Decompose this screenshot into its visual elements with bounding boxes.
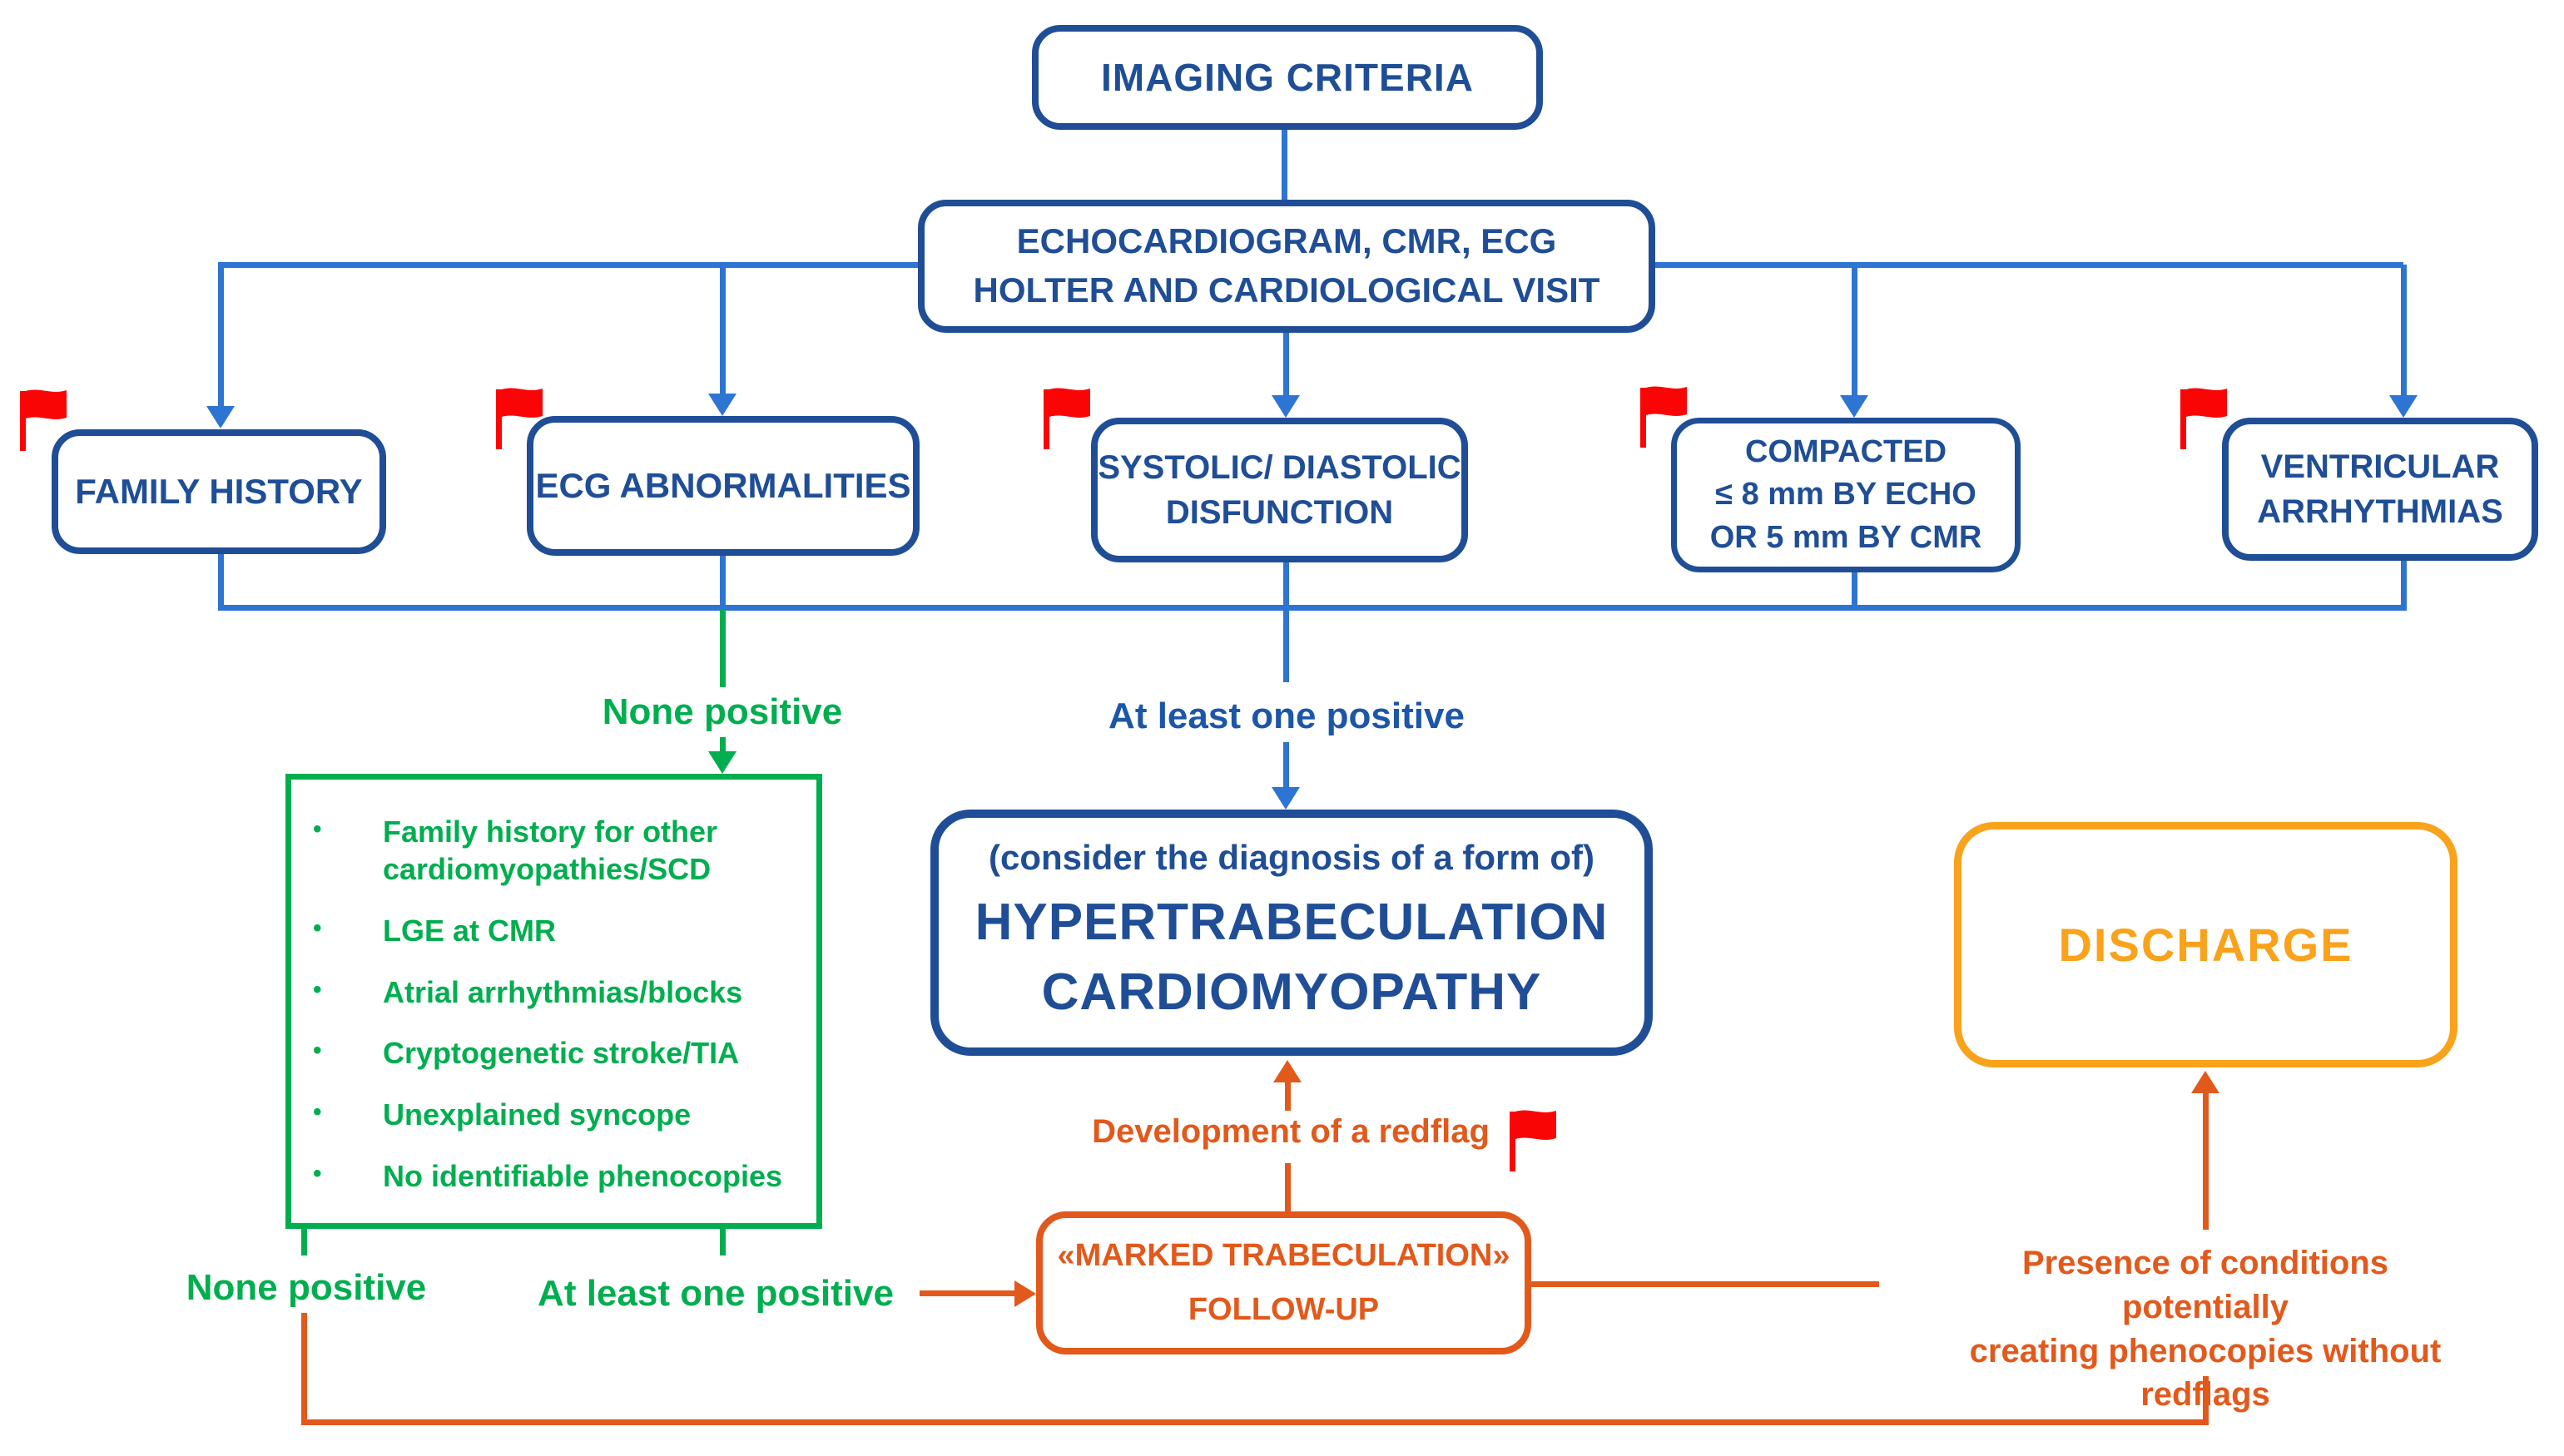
diagnosis-consider-label: (consider the diagnosis of a form of) xyxy=(988,838,1595,878)
followup-line1-label: «MARKED TRABECULATION» xyxy=(1057,1238,1510,1273)
arrowhead-up-discharge xyxy=(2191,1071,2219,1093)
connector-checklist-stub-left xyxy=(301,1229,307,1255)
checklist-item-label: Unexplained syncope xyxy=(383,1097,692,1132)
checklist-item: • No identifiable phenocopies xyxy=(313,1157,801,1195)
checklist-item: • Atrial arrhythmias/blocks xyxy=(313,973,801,1011)
criterion-box-systolic-diastolic: SYSTOLIC/ DIASTOLIC DISFUNCTION xyxy=(1091,418,1468,562)
bullet-icon: • xyxy=(313,1037,322,1065)
checklist-item-label: Family history for other cardiomyopathie… xyxy=(383,815,718,886)
checklist-item-label: LGE at CMR xyxy=(383,913,557,948)
criterion-systolic-diastolic-label: SYSTOLIC/ DIASTOLIC DISFUNCTION xyxy=(1098,449,1461,531)
connector-redflag-upper xyxy=(1285,1081,1291,1111)
connector-followup-to-presence xyxy=(1530,1281,1879,1287)
criterion-box-compacted: COMPACTED ≤ 8 mm BY ECHO OR 5 mm BY CMR xyxy=(1671,418,2021,572)
followup-line2-label: FOLLOW-UP xyxy=(1188,1292,1380,1327)
checklist-item: • Unexplained syncope xyxy=(313,1096,801,1133)
connector-none-top-upper xyxy=(720,610,726,687)
at-least-one-positive-top-label: At least one positive xyxy=(1108,696,1465,736)
discharge-box: DISCHARGE xyxy=(1954,822,2457,1067)
connector-atleast-top-lower xyxy=(1283,742,1289,790)
bullet-icon: • xyxy=(313,1159,322,1187)
arrowhead-checklist xyxy=(708,751,736,774)
connector-compacted-to-bus xyxy=(1852,571,1857,607)
connector-ventricular-to-bus xyxy=(2401,559,2407,607)
connector-systolic-to-bus xyxy=(1283,561,1289,607)
checklist-item-label: Cryptogenetic stroke/TIA xyxy=(383,1036,740,1071)
none-positive-bottom-label: None positive xyxy=(186,1267,427,1308)
workup-label: ECHOCARDIOGRAM, CMR, ECG HOLTER AND CARD… xyxy=(973,221,1600,310)
connector-results-bus xyxy=(218,605,2407,611)
arrowhead-systolic xyxy=(1272,395,1300,418)
arrowhead-compacted xyxy=(1840,395,1868,418)
connector-workup-to-systolic xyxy=(1283,331,1289,397)
arrowhead-family xyxy=(206,406,235,428)
imaging-criteria-label: IMAGING CRITERIA xyxy=(1101,56,1474,99)
red-flag-icon xyxy=(20,389,67,451)
diagnosis-line2-label: CARDIOMYOPATHY xyxy=(1041,963,1542,1021)
red-flag-icon xyxy=(2180,388,2227,449)
criterion-family-history-label: FAMILY HISTORY xyxy=(75,472,363,511)
presence-conditions-label: Presence of conditions potentially creat… xyxy=(1969,1245,2442,1414)
marked-trabeculation-followup-box: «MARKED TRABECULATION» FOLLOW-UP xyxy=(1036,1211,1531,1354)
arrowhead-followup xyxy=(1014,1280,1036,1307)
imaging-criteria-box: IMAGING CRITERIA xyxy=(1032,25,1543,130)
connector-top-right xyxy=(1654,262,2403,268)
arrowhead-ventricular xyxy=(2389,395,2418,418)
checklist-item: • Cryptogenetic stroke/TIA xyxy=(313,1034,801,1072)
criterion-ventricular-arrhythmias-label: VENTRICULAR ARRHYTHMIAS xyxy=(2257,448,2503,530)
at-least-one-positive-bottom-label: At least one positive xyxy=(538,1273,894,1314)
discharge-label: DISCHARGE xyxy=(2058,919,2353,971)
connector-none-top-lower xyxy=(720,737,726,754)
connector-checklist-stub-right xyxy=(720,1229,726,1255)
checklist-item: • Family history for other cardiomyopath… xyxy=(313,813,801,888)
criterion-box-ecg-abnormalities: ECG ABNORMALITIES xyxy=(527,416,920,556)
red-flag-icon xyxy=(1640,386,1687,448)
red-flag-icon xyxy=(1044,388,1090,449)
connector-presence-to-discharge xyxy=(2203,1092,2209,1230)
bullet-icon: • xyxy=(313,1098,322,1127)
red-flag-icon xyxy=(1510,1110,1556,1171)
checklist-item-label: Atrial arrhythmias/blocks xyxy=(383,974,743,1009)
redflag-checklist-box: • Family history for other cardiomyopath… xyxy=(285,774,822,1229)
red-flag-icon xyxy=(496,388,543,449)
connector-down-ventricular xyxy=(2401,265,2407,397)
connector-down-ecg xyxy=(720,265,726,395)
connector-bottom-bus xyxy=(301,1419,2209,1425)
connector-atleast-top-upper xyxy=(1283,610,1289,682)
connector-presence-stub xyxy=(2203,1376,2209,1424)
hypertrabeculation-diagnosis-box: (consider the diagnosis of a form of) HY… xyxy=(930,810,1653,1056)
development-redflag-label: Development of a redflag xyxy=(1092,1113,1490,1150)
criterion-ecg-abnormalities-label: ECG ABNORMALITIES xyxy=(535,466,911,505)
connector-imaging-to-workup xyxy=(1282,128,1287,201)
arrowhead-up-hypertrabeculation xyxy=(1273,1060,1302,1082)
connector-ecg-to-bus xyxy=(720,554,726,607)
connector-none-bottom-down xyxy=(301,1313,307,1423)
bullet-icon: • xyxy=(313,815,322,843)
connector-redflag-lower xyxy=(1285,1163,1291,1213)
criterion-compacted-label: COMPACTED ≤ 8 mm BY ECHO OR 5 mm BY CMR xyxy=(1709,434,1982,555)
connector-down-family xyxy=(218,265,224,408)
arrowhead-hypertrabeculation xyxy=(1272,787,1300,810)
checklist-item: • LGE at CMR xyxy=(313,912,801,949)
none-positive-top-label: None positive xyxy=(602,691,843,732)
bullet-icon: • xyxy=(313,914,322,942)
bullet-icon: • xyxy=(313,975,322,1003)
workup-box: ECHOCARDIOGRAM, CMR, ECG HOLTER AND CARD… xyxy=(918,200,1655,333)
checklist-item-label: No identifiable phenocopies xyxy=(383,1158,783,1193)
diagnosis-line1-label: HYPERTRABECULATION xyxy=(975,894,1609,952)
criterion-box-ventricular-arrhythmias: VENTRICULAR ARRHYTHMIAS xyxy=(2222,418,2538,561)
connector-family-to-bus xyxy=(218,552,224,607)
connector-top-left xyxy=(218,262,920,268)
connector-down-compacted xyxy=(1852,265,1857,397)
arrowhead-ecg xyxy=(708,394,736,416)
criterion-box-family-history: FAMILY HISTORY xyxy=(52,429,386,554)
connector-atleast-bottom-to-followup xyxy=(920,1290,1016,1296)
